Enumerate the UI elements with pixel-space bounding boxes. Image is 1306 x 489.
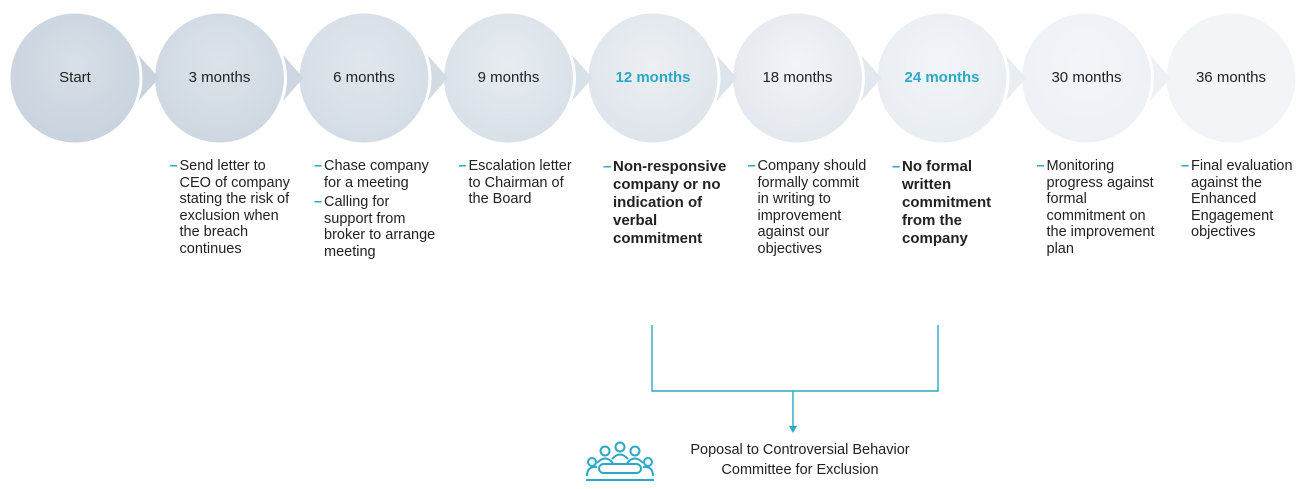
step-note-text: Calling for support from broker to arran… — [324, 194, 436, 260]
step-note-text: Monitoring progress against formal commi… — [1046, 158, 1155, 257]
proposal-line-2: Committee for Exclusion — [721, 462, 879, 478]
step-label: 24 months — [904, 69, 980, 86]
step-notes: –No formal written commitment from the c… — [892, 158, 1016, 251]
step-shape-7 — [1019, 10, 1171, 146]
bullet-dash-icon: – — [458, 158, 467, 174]
bullet-dash-icon: – — [1181, 158, 1190, 174]
step-shape-1 — [152, 10, 304, 146]
step-note-text: Final evaluation against the Enhanced En… — [1191, 158, 1293, 240]
step-note: –Escalation letter to Chairman of the Bo… — [459, 158, 583, 208]
step-note-text: No formal written commitment from the co… — [902, 158, 992, 247]
step-note: –Monitoring progress against formal comm… — [1037, 158, 1161, 257]
committee-meeting-icon — [586, 441, 654, 481]
step-notes: –Chase company for a meeting–Calling for… — [314, 158, 438, 263]
step-note: –No formal written commitment from the c… — [892, 158, 1016, 248]
step-label: 3 months — [188, 69, 251, 86]
step-note: –Chase company for a meeting — [314, 158, 438, 191]
exclusion-proposal: Poposal to Controversial Behavior Commit… — [585, 440, 945, 484]
step-label: 12 months — [615, 69, 691, 86]
bullet-dash-icon: – — [892, 158, 901, 175]
step-label: 9 months — [477, 69, 540, 86]
step-note-text: Non-responsive company or no indication … — [613, 158, 727, 247]
step-note-text: Chase company for a meeting — [324, 158, 429, 191]
step-notes: –Non-responsive company or no indication… — [603, 158, 727, 251]
step-label: 36 months — [1195, 69, 1267, 86]
bullet-dash-icon: – — [603, 158, 612, 175]
step-note: –Calling for support from broker to arra… — [314, 194, 438, 260]
step-circle — [7, 10, 143, 146]
step-label: 6 months — [333, 69, 395, 86]
proposal-line-1: Poposal to Controversial Behavior — [690, 442, 910, 458]
bullet-dash-icon: – — [314, 194, 323, 210]
bullet-dash-icon: – — [1036, 158, 1045, 174]
step-notes: –Company should formally commit in writi… — [748, 158, 872, 260]
bullet-dash-icon: – — [169, 158, 178, 174]
step-label: Start — [59, 69, 91, 86]
step-shape-4 — [585, 10, 737, 146]
step-note: –Non-responsive company or no indication… — [603, 158, 727, 248]
step-shape-2 — [296, 10, 448, 146]
connector-bracket — [651, 325, 939, 392]
bullet-dash-icon: – — [747, 158, 756, 174]
step-note: –Company should formally commit in writi… — [748, 158, 872, 257]
step-note-text: Company should formally commit in writin… — [757, 158, 867, 257]
bullet-dash-icon: – — [314, 158, 323, 174]
connector-arrowhead — [789, 426, 797, 433]
step-note-text: Escalation letter to Chairman of the Boa… — [468, 158, 572, 207]
step-notes: –Monitoring progress against formal comm… — [1037, 158, 1161, 260]
step-notes: –Escalation letter to Chairman of the Bo… — [459, 158, 583, 211]
step-notes: –Send letter to CEO of company stating t… — [170, 158, 294, 260]
step-label: 30 months — [1051, 69, 1122, 86]
step-notes: –Final evaluation against the Enhanced E… — [1181, 158, 1305, 244]
step-note: –Final evaluation against the Enhanced E… — [1181, 158, 1305, 241]
step-note: –Send letter to CEO of company stating t… — [170, 158, 294, 257]
step-shape-0 — [7, 10, 159, 146]
step-label: 18 months — [762, 69, 833, 86]
step-note-text: Send letter to CEO of company stating th… — [179, 158, 290, 257]
